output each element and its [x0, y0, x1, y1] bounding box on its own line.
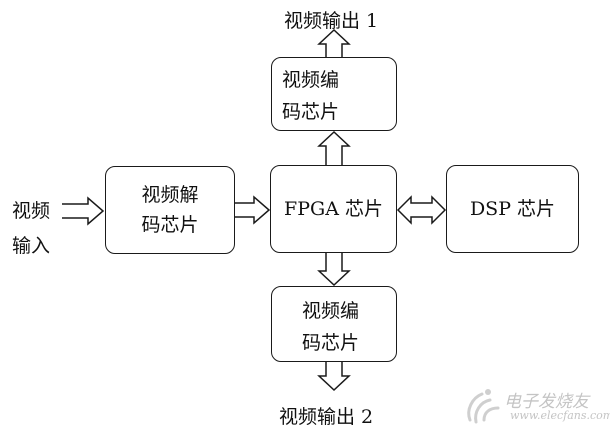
arrow-fpga-to-encoder-bottom [317, 253, 351, 287]
arrow-encoder-bottom-to-output2 [317, 362, 351, 392]
output-1-label: 视频输出 1 [284, 10, 379, 32]
dsp-chip: DSP 芯片 [446, 165, 579, 253]
video-decoder-chip: 视频解 码芯片 [105, 166, 235, 254]
video-input-label: 视频 输入 [12, 194, 50, 264]
elecfans-watermark: 电子发烧友 www.elecfans.com [462, 384, 610, 428]
encoder-bottom-line-1: 视频编 [302, 300, 360, 322]
encoder-top-line-2: 码芯片 [282, 101, 340, 123]
decoder-line-2: 码芯片 [141, 214, 199, 236]
arrow-encoder-top-to-output1 [317, 28, 351, 57]
video-encoder-chip-top: 视频编 码芯片 [271, 57, 397, 131]
output-2-label: 视频输出 2 [279, 406, 374, 428]
arrow-input-to-decoder [62, 196, 105, 226]
watermark-brand-text: 电子发烧友 [504, 392, 589, 412]
fpga-label: FPGA 芯片 [284, 197, 383, 220]
decoder-line-1: 视频解 [141, 184, 199, 206]
dsp-label: DSP 芯片 [469, 197, 556, 220]
encoder-top-line-1: 视频编 [282, 69, 340, 91]
encoder-bottom-line-2: 码芯片 [302, 332, 360, 354]
watermark-site-text: www.elecfans.com [510, 409, 610, 422]
input-label-line-2: 输入 [12, 235, 51, 257]
arrow-decoder-to-fpga [235, 195, 271, 225]
input-label-line-1: 视频 [12, 200, 51, 222]
arrow-fpga-to-encoder-top [317, 130, 351, 165]
elecfans-logo-icon [467, 389, 500, 424]
arrow-fpga-dsp-bidirectional [396, 195, 447, 225]
video-encoder-chip-bottom: 视频编 码芯片 [271, 286, 397, 362]
fpga-chip: FPGA 芯片 [270, 165, 397, 253]
